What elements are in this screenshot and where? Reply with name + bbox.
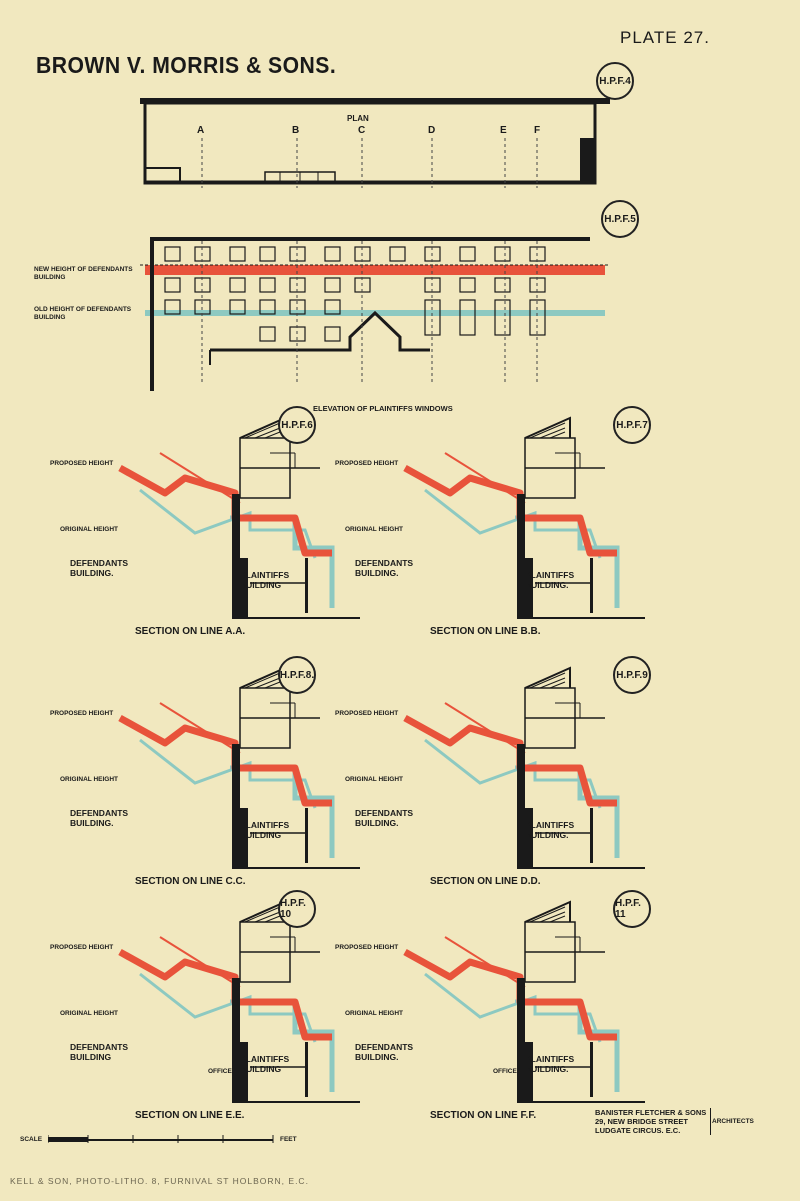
proposed-height-label: PROPOSED HEIGHT [335,460,399,467]
architects-role: ARCHITECTS [712,1118,754,1125]
original-height-label: ORIGINAL HEIGHT [60,526,119,533]
scale-bar [48,1135,274,1143]
section-caption: SECTION ON LINE E.E. [135,1110,245,1121]
original-height-label: ORIGINAL HEIGHT [60,1010,119,1017]
plaintiffs-building-label: PLAINTIFFS BUILDING. [525,570,575,590]
section-caption: SECTION ON LINE C.C. [135,876,246,887]
section-drawing [118,666,360,869]
plaintiffs-building-label: PLAINTIFFS BUILDING. [525,820,575,840]
plate-title: BROWN V. MORRIS & SONS. [36,52,337,78]
section-ref: H.P.F.8. [278,656,316,694]
scale-unit: FEET [280,1136,297,1143]
original-height-label: ORIGINAL HEIGHT [345,1010,404,1017]
plan-letter-e: E [500,125,507,136]
elevation-caption: ELEVATION OF PLAINTIFFS WINDOWS [313,404,453,413]
defendants-building-label: DEFENDANTS BUILDING [70,1042,129,1062]
office-label: OFFICE [493,1068,517,1075]
architects-block: BANISTER FLETCHER & SONS 29, NEW BRIDGE … [595,1108,712,1135]
architect-line-3: LUDGATE CIRCUS. E.C. [595,1126,681,1135]
elevation-drawing [140,237,610,391]
section-drawing [403,666,645,869]
office-label: OFFICE [208,1068,232,1075]
printer-footer: KELL & SON, PHOTO-LITHO. 8, FURNIVAL ST … [10,1176,309,1186]
ref-plan: H.P.F.4 [596,62,634,100]
defendants-building-label: DEFENDANTS BUILDING. [355,808,414,828]
section-5: H.P.F. 10 PROPOSED HEIGHT ORIGINAL HEIGH… [50,890,410,1122]
original-height-label: ORIGINAL HEIGHT [345,526,404,533]
plan-letter-d: D [428,125,436,136]
plan-label: PLAN [347,114,369,123]
plaintiffs-building-label: PLAINTIFFS BUILDING [240,1054,290,1074]
section-ref: H.P.F.9 [613,656,651,694]
section-ref: H.P.F. 10 [278,890,316,928]
old-height-label: OLD HEIGHT OF DEFENDANTS BUILDING [34,306,132,321]
original-height-label: ORIGINAL HEIGHT [60,776,119,783]
proposed-height-label: PROPOSED HEIGHT [335,944,399,951]
section-2: H.P.F.7 PROPOSED HEIGHT ORIGINAL HEIGHT … [335,406,695,638]
proposed-height-label: PROPOSED HEIGHT [335,710,399,717]
plan-letter-c: C [358,125,366,136]
section-caption: SECTION ON LINE F.F. [430,1110,537,1121]
section-drawing [118,416,360,619]
proposed-height-label: PROPOSED HEIGHT [50,710,114,717]
section-drawing [118,900,360,1103]
section-3: H.P.F.8. PROPOSED HEIGHT ORIGINAL HEIGHT… [50,656,410,888]
plaintiffs-building-label: PLAINTIFFS BUILDING [240,820,290,840]
original-height-label: ORIGINAL HEIGHT [345,776,404,783]
defendants-building-label: DEFENDANTS BUILDING. [355,558,414,578]
section-ref: H.P.F.6 [278,406,316,444]
section-4: H.P.F.9 PROPOSED HEIGHT ORIGINAL HEIGHT … [335,656,695,888]
site-plan [140,98,610,188]
section-caption: SECTION ON LINE A.A. [135,626,246,637]
section-6: H.P.F. 11 PROPOSED HEIGHT ORIGINAL HEIGH… [335,890,695,1122]
defendants-building-label: DEFENDANTS BUILDING. [70,558,129,578]
defendants-building-label: DEFENDANTS BUILDING. [70,808,129,828]
proposed-height-label: PROPOSED HEIGHT [50,460,114,467]
plan-letter-a: A [197,125,205,136]
plaintiffs-building-label: PLAINTIFFS BUILDING [240,570,290,590]
ref-elevation: H.P.F.5 [601,200,639,238]
scale-label: SCALE [20,1136,43,1143]
section-drawing [403,900,645,1103]
plan-letter-b: B [292,125,300,136]
section-caption: SECTION ON LINE D.D. [430,876,541,887]
section-1: H.P.F.6 PROPOSED HEIGHT ORIGINAL HEIGHT … [50,406,410,638]
section-drawing [403,416,645,619]
new-height-label: NEW HEIGHT OF DEFENDANTS BUILDING [34,266,133,281]
section-ref: H.P.F. 11 [613,890,651,928]
plate-number: PLATE 27. [620,28,710,47]
section-ref: H.P.F.7 [613,406,651,444]
architect-line-1: BANISTER FLETCHER & SONS [595,1108,707,1117]
plan-letter-f: F [534,125,541,136]
defendants-building-label: DEFENDANTS BUILDING. [355,1042,414,1062]
architect-line-2: 29, NEW BRIDGE STREET [595,1117,688,1126]
proposed-height-label: PROPOSED HEIGHT [50,944,114,951]
plaintiffs-building-label: PLAINTIFFS BUILDING. [525,1054,575,1074]
section-caption: SECTION ON LINE B.B. [430,626,541,637]
